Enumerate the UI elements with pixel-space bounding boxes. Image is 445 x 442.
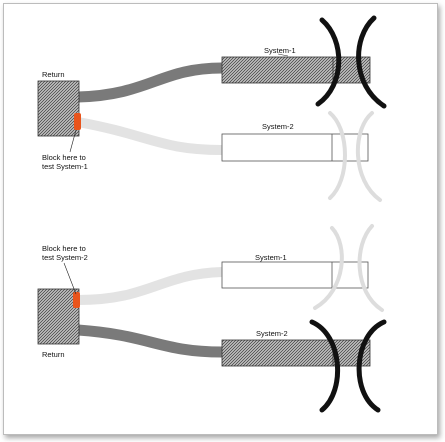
block-marker-top xyxy=(74,113,81,130)
active-cable-top xyxy=(72,62,228,103)
clamp-active-bottom xyxy=(309,319,387,413)
system2-sensor-bottom xyxy=(221,339,371,367)
return-label-bottom: Return xyxy=(42,350,65,359)
system2-label-bottom: System-2 xyxy=(256,329,288,338)
system2-label-top: System-2 xyxy=(262,122,294,131)
system1-leader-top xyxy=(277,53,289,57)
return-block-bottom xyxy=(37,288,80,345)
note-leader-bottom xyxy=(63,262,77,295)
return-block-top xyxy=(37,80,80,137)
system1-label-top: System-1 xyxy=(264,46,296,55)
inactive-cable-bottom xyxy=(73,267,227,305)
block-note-top-line1: Block here to xyxy=(42,153,86,162)
top-panel: Return Block here to test System-1 Syste… xyxy=(37,15,387,202)
block-note-top-line2: test System-1 xyxy=(42,162,88,171)
clamp-active-top xyxy=(315,15,387,109)
block-marker-bottom xyxy=(73,292,80,308)
note-leader-top xyxy=(69,129,77,153)
inactive-cable-top xyxy=(73,117,227,155)
return-label-top: Return xyxy=(42,70,65,79)
system1-sensor-top xyxy=(221,56,371,84)
system1-sensor-bottom xyxy=(221,261,369,289)
block-note-bottom-line1: Block here to xyxy=(42,244,86,253)
active-cable-bottom xyxy=(72,324,228,358)
block-note-bottom-line2: test System-2 xyxy=(42,253,88,262)
bottom-panel: Return Block here to test System-2 Syste… xyxy=(37,224,387,413)
clamp-ghost-bottom xyxy=(313,224,384,312)
system1-label-bottom: System-1 xyxy=(255,253,287,262)
clamp-ghost-top xyxy=(328,111,382,202)
